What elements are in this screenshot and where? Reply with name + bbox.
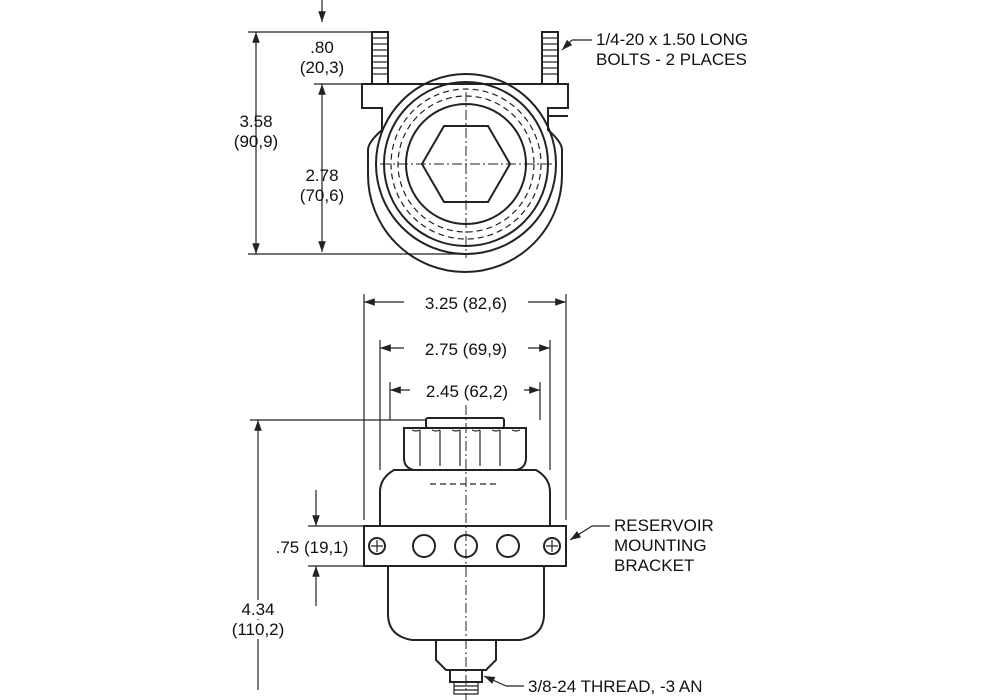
width-cap-label: 2.45 (62,2) [410,382,524,401]
bracket-screw-left-icon [368,537,386,555]
top-bolt-width-mm-label: (20,3) [299,58,345,77]
top-overall-height-label: 3.58 [239,112,273,131]
top-clamp-bracket [361,83,569,273]
top-bolt-width-label: .80 [310,38,334,57]
bracket-note-line3: BRACKET [614,556,695,575]
outlet-fitting [435,639,497,671]
bolt-note-line2: BOLTS - 2 PLACES [596,50,747,69]
bracket-hole-1 [412,534,436,558]
top-center-height-mm-label: (70,6) [299,186,345,205]
bracket-screw-right-icon [543,537,561,555]
front-overall-height-mm-label: (110,2) [218,620,298,639]
width-bracket-label: 3.25 (82,6) [404,294,528,313]
top-center-height-label: 2.78 [305,166,339,185]
bolt-note-line1: 1/4-20 x 1.50 LONG [596,30,749,49]
reservoir-body-lower [387,565,545,641]
top-view [248,0,592,273]
reservoir-cap-top [425,417,505,429]
thread-note: 3/8-24 THREAD, -3 AN [528,677,703,696]
bracket-hole-3 [496,534,520,558]
bracket-note-line2: MOUNTING [614,536,707,555]
reservoir-body-upper [379,469,551,527]
front-overall-height-label: 4.34 [226,600,290,619]
bolt-left [371,31,389,85]
bracket-note-line1: RESERVOIR [614,516,714,535]
bracket-height-label: .75 (19,1) [275,538,349,557]
top-overall-height-mm-label: (90,9) [233,132,279,151]
reservoir-cap [403,427,527,471]
reservoir-mounting-bracket [363,525,567,567]
width-body-label: 2.75 (69,9) [404,340,528,359]
bolt-right [541,31,559,85]
